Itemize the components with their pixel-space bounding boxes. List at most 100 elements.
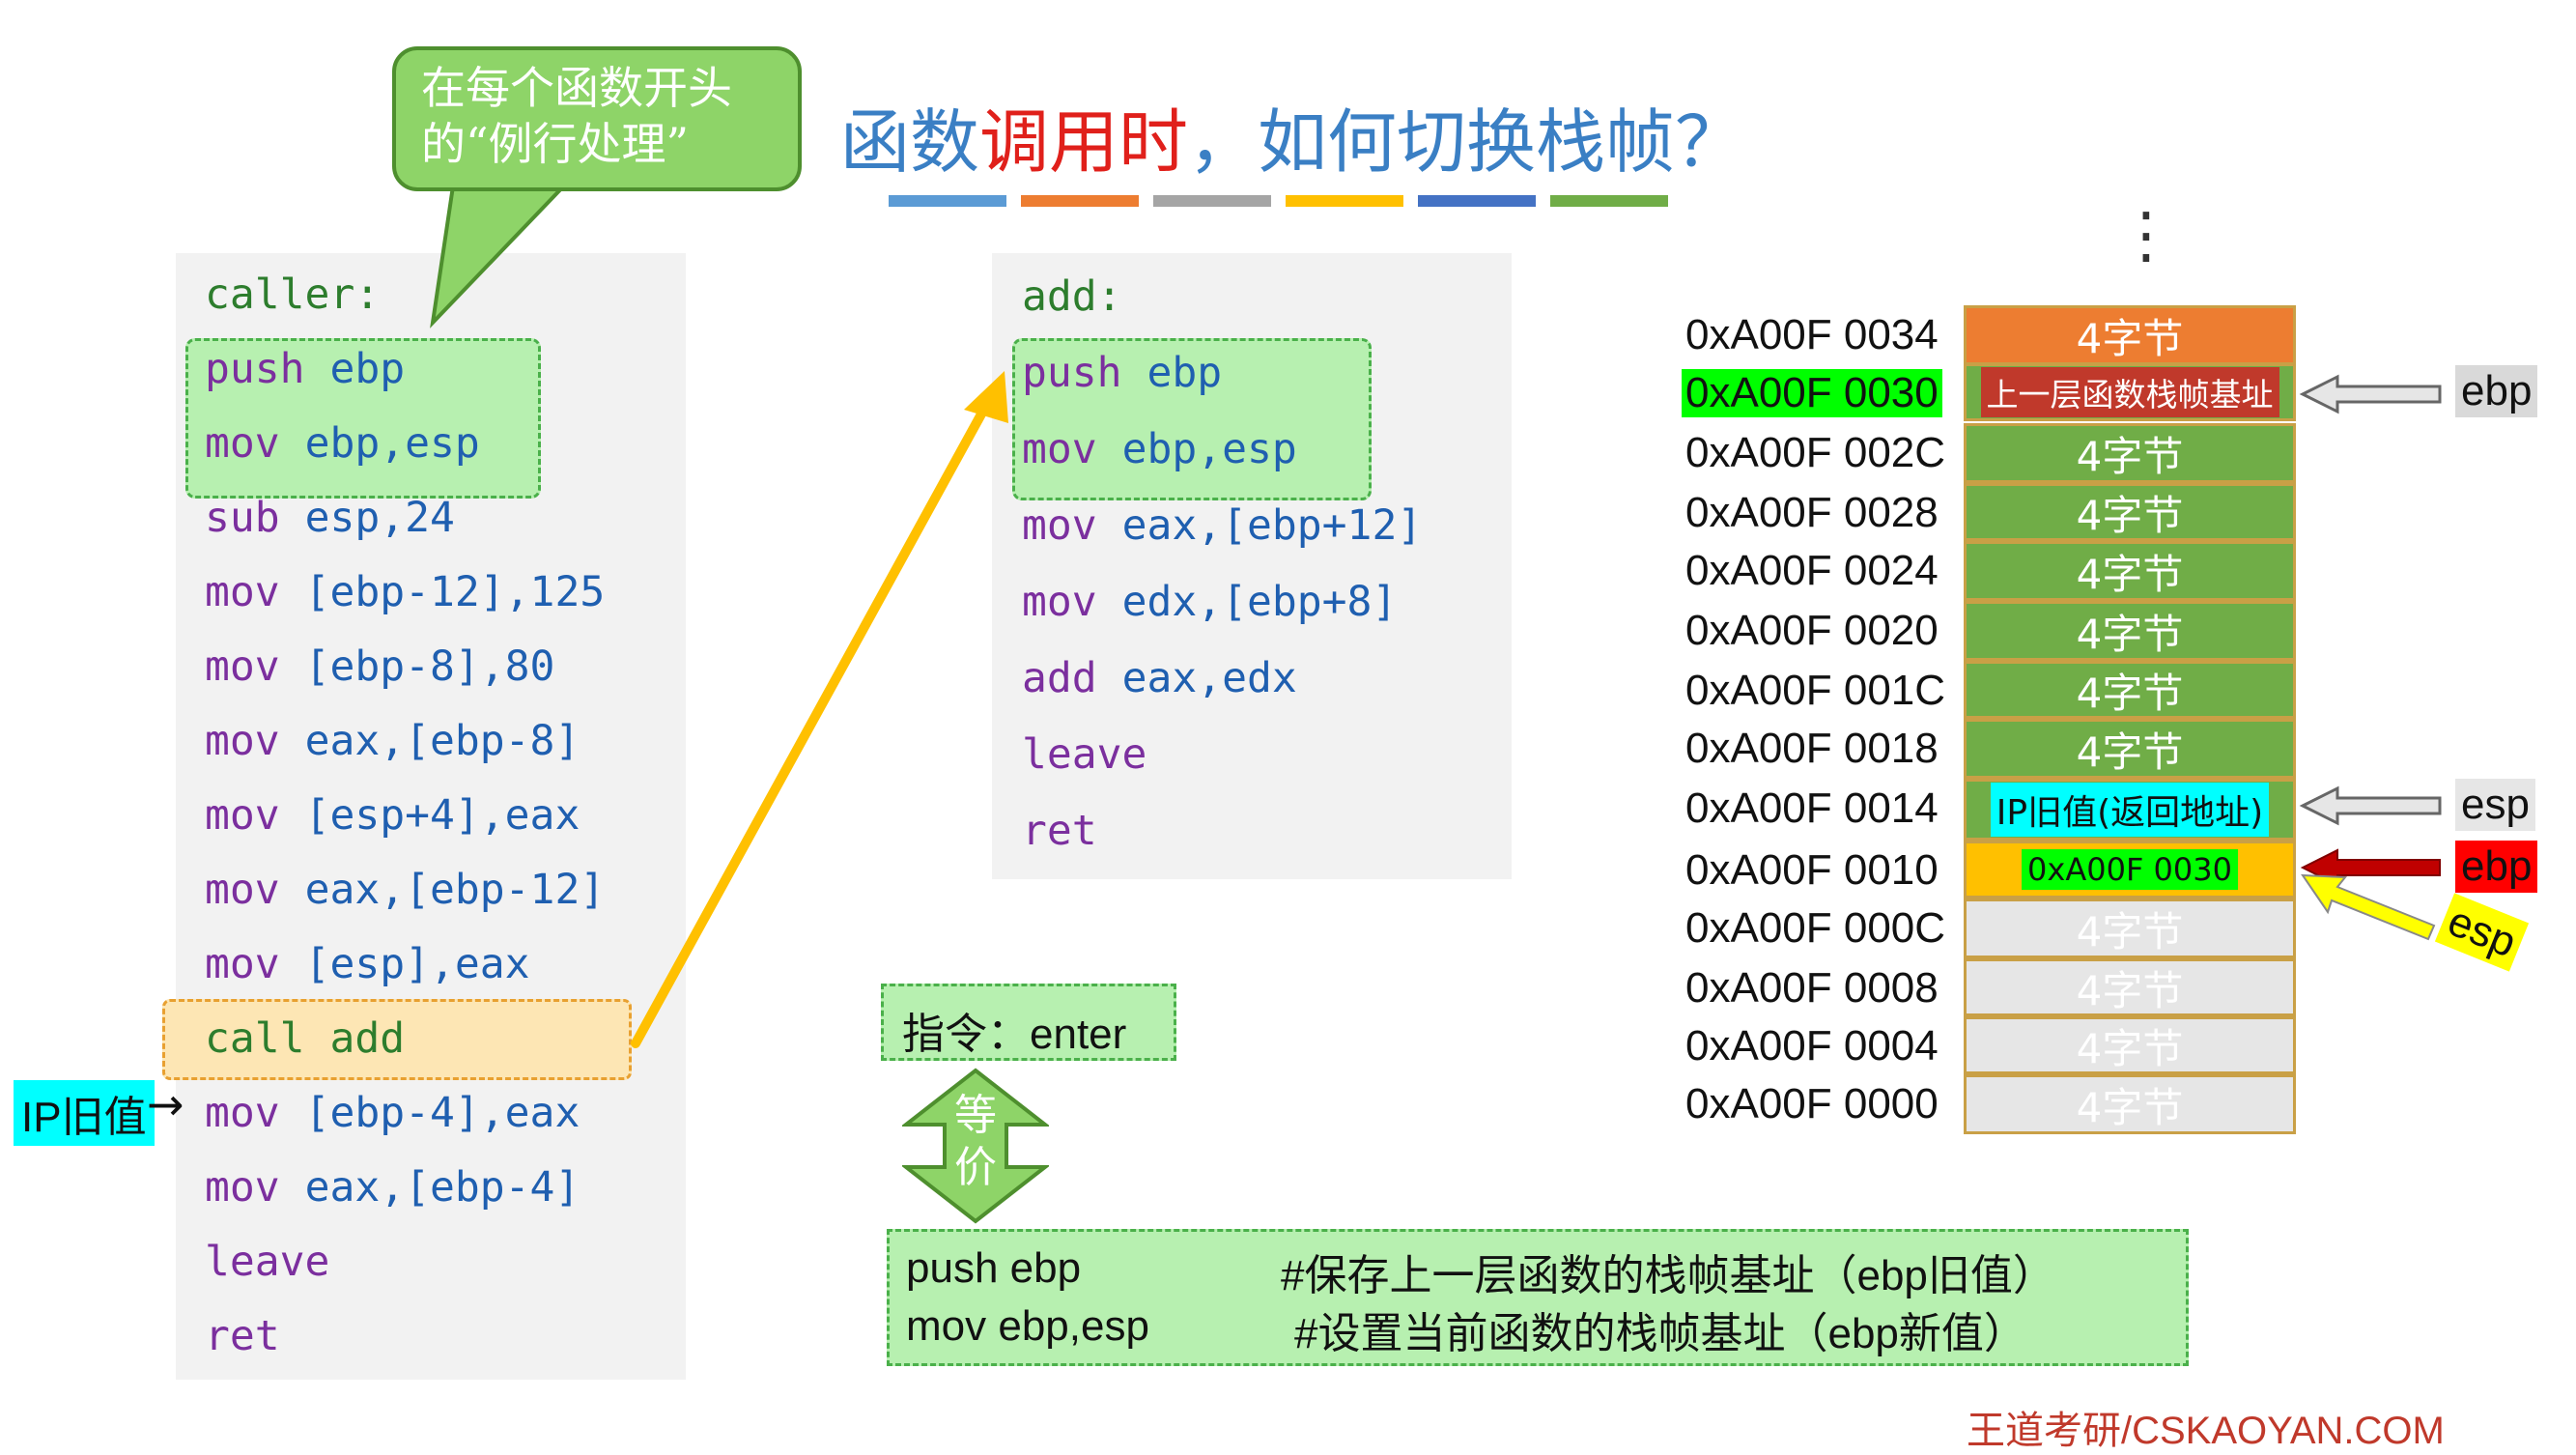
- esp-old-arrow: [2299, 785, 2442, 826]
- caller-code-line: mov [ebp-8],80: [205, 646, 554, 688]
- code-opcode: mov: [205, 717, 280, 765]
- caller-code-line: mov eax,[ebp-8]: [205, 721, 580, 762]
- ebp-old-arrow: [2299, 374, 2442, 414]
- memory-address: 0xA00F 000C: [1685, 904, 1946, 952]
- memory-cell: 4字节: [1964, 899, 2296, 958]
- caller-code-line: mov ebp,esp: [205, 423, 480, 465]
- memory-address: 0xA00F 0020: [1685, 607, 1939, 654]
- code-opcode: push: [205, 345, 305, 393]
- memory-cell-content: 4字节: [2076, 314, 2184, 362]
- title-bar-5: [1418, 195, 1536, 207]
- code-opcode: mov: [205, 940, 280, 988]
- caller-code-line: mov eax,[ebp-4]: [205, 1167, 580, 1209]
- memory-cell: 4字节: [1964, 601, 2296, 661]
- equiv-comment: #保存上一层函数的栈帧基址（ebp旧值）: [1281, 1252, 2055, 1299]
- add_fn-code-line: leave: [1022, 734, 1146, 776]
- callout-bubble: [392, 46, 802, 191]
- esp-new-arrow: [2301, 873, 2436, 941]
- equivalent-code-box: [887, 1229, 2189, 1366]
- code-operands: eax,edx: [1121, 654, 1297, 702]
- code-opcode: ret: [205, 1312, 280, 1360]
- code-opcode: add: [1022, 654, 1097, 702]
- code-operands: ebp: [329, 345, 406, 393]
- caller-code-line: leave: [205, 1241, 329, 1283]
- caller-code-line: sub esp,24: [205, 498, 455, 539]
- title-bar-4: [1286, 195, 1403, 207]
- code-operands: esp,24: [304, 494, 455, 542]
- code-operands: add: [329, 1014, 406, 1063]
- code-operands: eax,[ebp-4]: [304, 1163, 580, 1212]
- footer-brand: 王道考研/CSKAOYAN.COM: [1967, 1410, 2445, 1452]
- code-opcode: push: [1022, 349, 1122, 397]
- memory-address: 0xA00F 0014: [1685, 785, 1939, 832]
- add_fn-label: add:: [1022, 272, 1122, 321]
- memory-cell: 4字节: [1964, 541, 2296, 601]
- code-opcode: call: [205, 1014, 305, 1063]
- memory-address: 0xA00F 0024: [1685, 547, 1939, 594]
- memory-cell-content: 上一层函数栈帧基址: [1980, 367, 2279, 417]
- code-opcode: sub: [205, 494, 280, 542]
- memory-address: 0xA00F 0004: [1685, 1022, 1939, 1070]
- caller-prologue-highlight: [185, 338, 541, 499]
- caller-code-line: mov eax,[ebp-12]: [205, 870, 605, 911]
- add_fn-code-line: add eax,edx: [1022, 658, 1297, 699]
- equivalent-label: 等价: [954, 1091, 997, 1192]
- title-bar-3: [1153, 195, 1271, 207]
- memory-cell-content: IP旧值(返回地址): [1990, 783, 2270, 837]
- ip-old-arrow: →: [147, 1078, 184, 1130]
- memory-cell-content: 4字节: [2076, 491, 2184, 539]
- memory-address: 0xA00F 0034: [1685, 311, 1939, 358]
- call-instruction-highlight: [162, 999, 632, 1080]
- code-opcode: mov: [205, 791, 280, 840]
- memory-cell: IP旧值(返回地址): [1964, 779, 2296, 841]
- memory-cell-content: 4字节: [2076, 432, 2184, 480]
- title-bar-1: [889, 195, 1006, 207]
- memory-cell: 0xA00F 0030: [1964, 841, 2296, 899]
- code-opcode: mov: [205, 1089, 280, 1137]
- enter-instruction-label: 指令：enter: [902, 1011, 1127, 1058]
- title-bar-2: [1021, 195, 1139, 207]
- memory-address: 0xA00F 0008: [1685, 964, 1939, 1012]
- code-operands: eax,[ebp-8]: [304, 717, 580, 765]
- esp-new-label: esp: [2434, 893, 2530, 972]
- memory-address: 0xA00F 0028: [1685, 489, 1939, 536]
- code-operands: [ebp-4],eax: [304, 1089, 580, 1137]
- memory-cell: 4字节: [1964, 305, 2296, 365]
- memory-cell: 4字节: [1964, 661, 2296, 719]
- memory-address: 0xA00F 0018: [1685, 725, 1939, 772]
- code-opcode: leave: [1022, 730, 1147, 779]
- code-opcode: mov: [205, 568, 280, 616]
- code-opcode: mov: [1022, 578, 1097, 626]
- code-operands: [esp+4],eax: [304, 791, 580, 840]
- code-opcode: mov: [1022, 425, 1097, 473]
- memory-cell-content: 4字节: [2076, 550, 2184, 598]
- add-prologue-highlight: [1012, 338, 1372, 500]
- code-operands: eax,[ebp-12]: [304, 866, 606, 914]
- memory-cell-content: 4字节: [2076, 610, 2184, 658]
- code-operands: [ebp-8],80: [304, 642, 555, 691]
- memory-cell-content: 4字节: [2076, 728, 2184, 776]
- ebp-old-label: ebp: [2455, 365, 2538, 417]
- equiv-code: mov ebp,esp: [906, 1302, 1149, 1350]
- memory-address: 0xA00F 0010: [1685, 846, 1939, 894]
- ebp-new-label: ebp: [2455, 841, 2538, 893]
- code-operands: eax,[ebp+12]: [1121, 501, 1423, 550]
- enter-instruction-box: [881, 984, 1176, 1061]
- memory-cell: 上一层函数栈帧基址: [1964, 363, 2296, 421]
- memory-cell-content: 4字节: [2076, 966, 2184, 1014]
- memory-ellipsis: ⋮: [2115, 200, 2177, 271]
- memory-cell: 4字节: [1964, 958, 2296, 1016]
- memory-cell-content: 0xA00F 0030: [2022, 849, 2238, 890]
- add_fn-code-line: ret: [1022, 811, 1097, 852]
- code-opcode: mov: [205, 419, 280, 468]
- caller-code-line: mov [esp+4],eax: [205, 795, 580, 837]
- caller-code-line: call add: [205, 1018, 405, 1060]
- ip-old-label: IP旧值: [14, 1080, 155, 1146]
- equivalent-double-arrow: [902, 1068, 1049, 1224]
- callout-tail: [430, 178, 575, 328]
- memory-cell-content: 4字节: [2076, 1083, 2184, 1131]
- code-opcode: mov: [205, 866, 280, 914]
- code-operands: [ebp-12],125: [304, 568, 606, 616]
- equiv-code: push ebp: [906, 1244, 1082, 1292]
- code-operands: ebp: [1146, 349, 1223, 397]
